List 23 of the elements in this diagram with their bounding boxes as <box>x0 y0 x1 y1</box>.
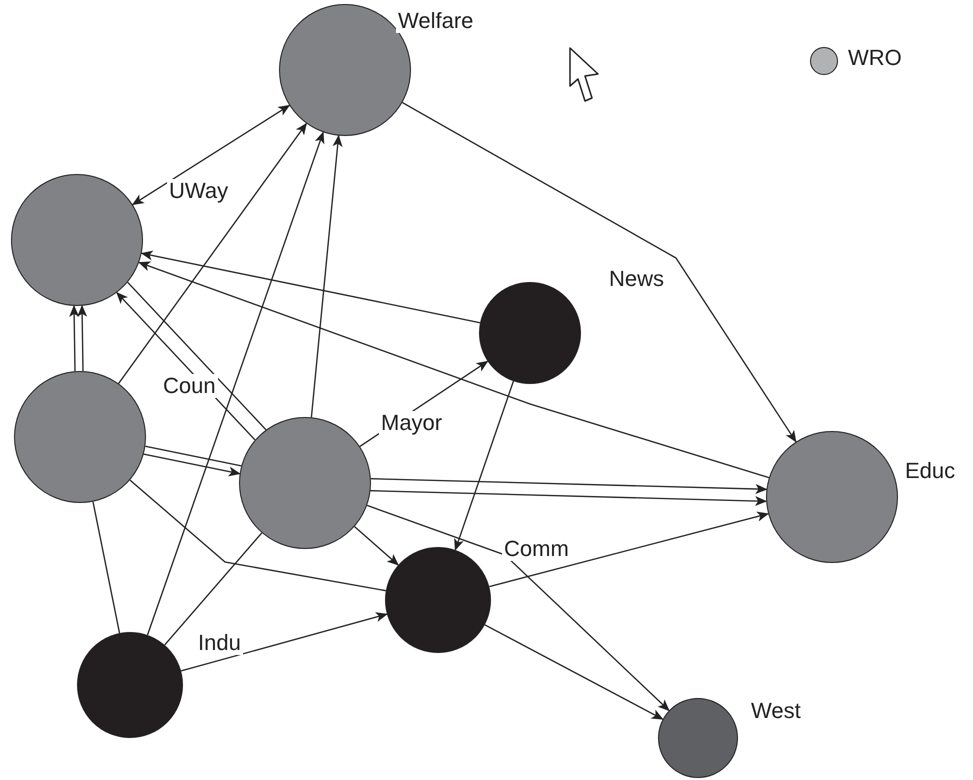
arrow <box>402 102 796 443</box>
arrow <box>140 250 480 324</box>
arrow <box>354 526 399 566</box>
arrow <box>370 478 768 494</box>
arrow <box>132 104 290 206</box>
node-label: UWay <box>167 179 230 204</box>
arrow <box>180 612 388 672</box>
arrow <box>118 122 307 384</box>
arrow <box>138 262 770 478</box>
arrow <box>370 490 768 506</box>
arrow <box>69 304 80 372</box>
node-label: Coun <box>161 374 218 398</box>
arrow <box>484 624 664 720</box>
node-label: Welfare <box>396 9 476 34</box>
arrow <box>489 512 770 588</box>
arrow <box>454 380 514 551</box>
arrow <box>144 453 241 476</box>
arrow <box>310 134 343 418</box>
arrow <box>77 304 88 372</box>
arrow <box>146 131 324 636</box>
arrow <box>366 504 670 712</box>
legend-label: WRO <box>848 46 902 70</box>
node-label: Mayor <box>379 411 444 436</box>
